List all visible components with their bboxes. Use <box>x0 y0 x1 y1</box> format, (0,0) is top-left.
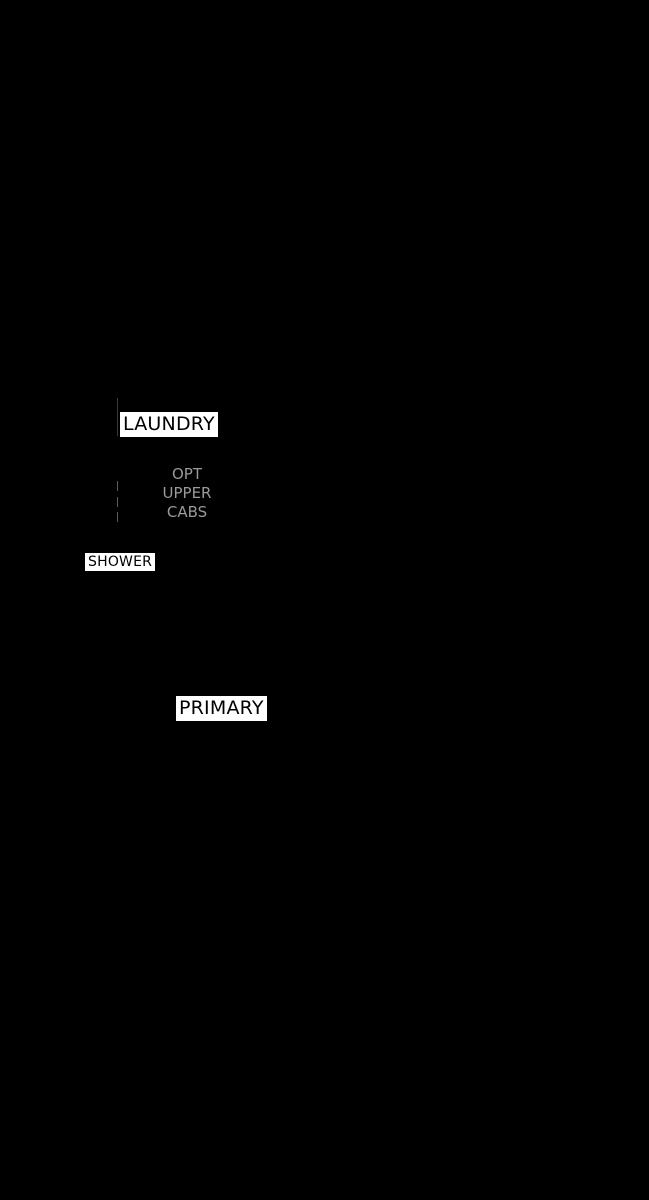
wall-line <box>117 398 118 436</box>
note-line: CABS <box>166 503 208 521</box>
opt-upper-cabs-note: OPT UPPER CABS <box>150 465 224 522</box>
room-label-primary: PRIMARY <box>176 696 267 721</box>
note-line: OPT <box>171 465 202 483</box>
wall-dash <box>117 481 118 491</box>
wall-dash <box>117 497 118 507</box>
note-line: UPPER <box>162 484 212 502</box>
room-label-laundry: LAUNDRY <box>120 412 218 437</box>
wall-dash <box>117 512 118 522</box>
room-label-shower: SHOWER <box>85 553 156 571</box>
